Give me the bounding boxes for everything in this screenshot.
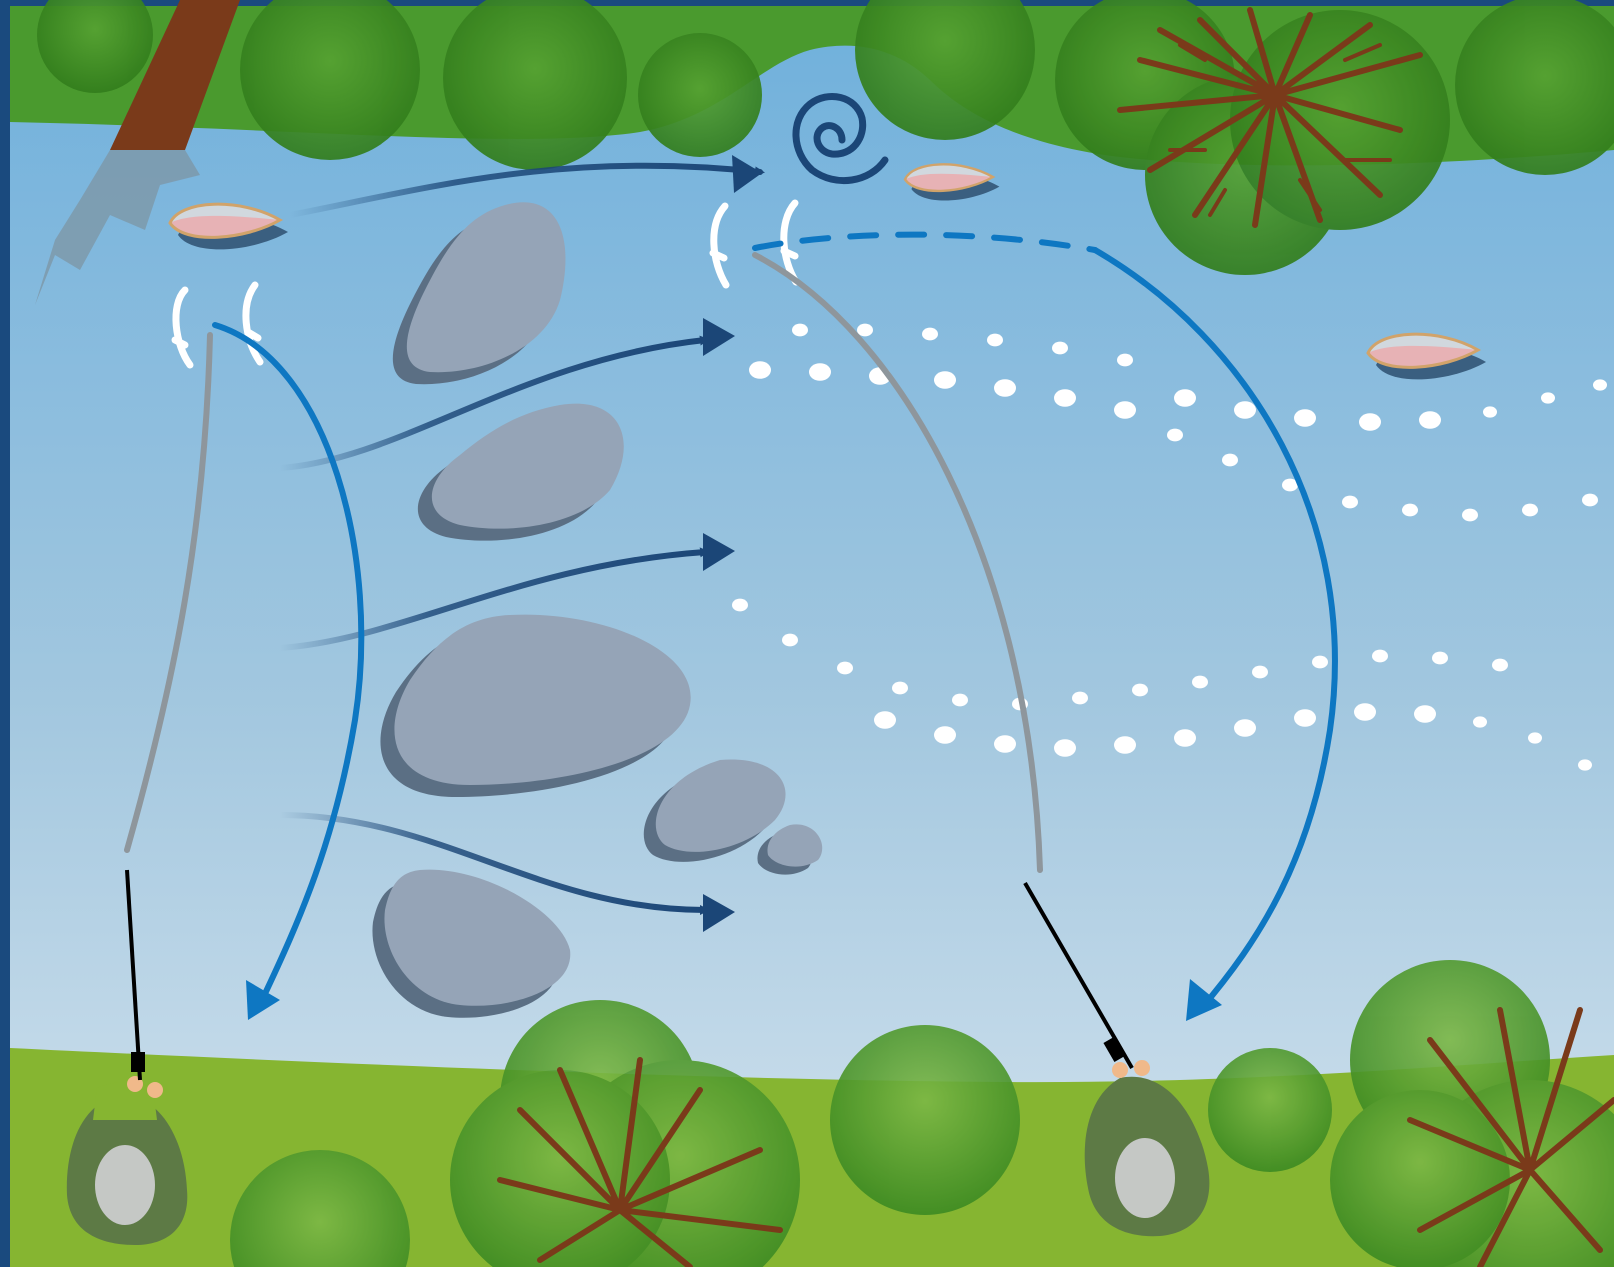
foam-dot [1359,413,1381,431]
foam-dot [1541,392,1555,403]
foam-dot [1192,676,1208,689]
foam-dot [1117,354,1133,367]
foam-dot [952,694,968,707]
foam-dot [934,726,956,744]
foam-dot [1294,409,1316,427]
foam-dot [1114,736,1136,754]
foam-dot [994,735,1016,753]
foam-dot [1432,652,1448,665]
foam-dot [1582,494,1598,507]
foam-dot [857,324,873,337]
foam-dot [892,682,908,695]
foam-dot [1167,429,1183,442]
foam-dot [1252,666,1268,679]
foam-dot [1222,454,1238,467]
foam-dot [782,634,798,647]
foam-dot [1483,406,1497,417]
foam-dot [1528,732,1542,743]
foam-dot [1234,401,1256,419]
foam-dot [1132,684,1148,697]
foam-dot [1114,401,1136,419]
foam-dot [1473,716,1487,727]
foam-dot [1522,504,1538,517]
foam-dot [749,361,771,379]
foam-dot [1294,709,1316,727]
foam-dot [874,711,896,729]
foam-dot [1072,692,1088,705]
foam-dot [837,662,853,675]
foam-dot [809,363,831,381]
foam-dot [1174,729,1196,747]
foam-dot [1578,759,1592,770]
foam-dot [1234,719,1256,737]
foam-dot [792,324,808,337]
foam-dot [987,334,1003,347]
foam-dot [1054,739,1076,757]
foam-dot [1312,656,1328,669]
foam-dot [1342,496,1358,509]
foam-dot [1414,705,1436,723]
foam-dot [1354,703,1376,721]
foam-dot [1593,379,1607,390]
foam-dot [1492,659,1508,672]
foam-dot [1419,411,1441,429]
foam-dot [994,379,1016,397]
foam-dot [1462,509,1478,522]
foam-dot [1402,504,1418,517]
foam-dot [1054,389,1076,407]
foam-dot [1174,389,1196,407]
foam-dot [922,328,938,341]
foam-dot [934,371,956,389]
foam-dot [732,599,748,612]
foam-dot [1372,650,1388,663]
foam-dot [1052,342,1068,355]
